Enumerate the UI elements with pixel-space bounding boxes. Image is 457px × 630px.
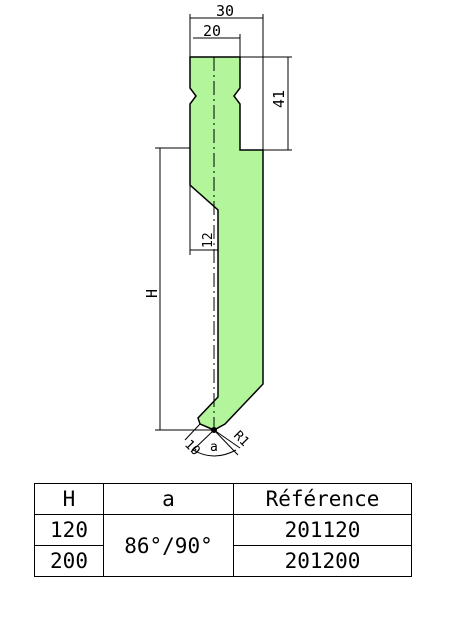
dim-20-label: 20 [203, 22, 221, 40]
header-angle: a [103, 483, 234, 515]
dim-12-label: 12 [201, 232, 216, 248]
cell-ref: 201120 [233, 514, 412, 546]
dim-41 [240, 56, 292, 151]
dim-30 [189, 14, 264, 150]
cell-h: 120 [34, 514, 104, 546]
reference-table: H a Référence 120 86°/90° 201120 200 201… [34, 483, 412, 577]
tool-drawing: 30 20 41 H 12 10 R1 a [143, 2, 292, 459]
tip-r1-label: R1 [230, 428, 252, 450]
header-h: H [34, 483, 104, 515]
dim-20 [193, 34, 241, 57]
dim-30-label: 30 [216, 2, 234, 20]
cell-h: 200 [34, 545, 104, 577]
tip-10-label: 10 [181, 437, 203, 459]
dim-H-label: H [143, 289, 161, 298]
dim-H [155, 147, 214, 431]
cell-ref: 201200 [233, 545, 412, 577]
dim-41-label: 41 [270, 90, 288, 108]
table-row: 120 86°/90° 201120 [34, 514, 412, 577]
table-row: 200 201200 [34, 545, 412, 577]
tip-dims [184, 423, 241, 457]
header-reference: Référence [233, 483, 412, 515]
cell-angle: 86°/90° [103, 514, 234, 577]
dim-12 [189, 185, 218, 255]
angle-label: a [210, 440, 218, 455]
table-header-row: H a Référence [34, 483, 412, 515]
punch-profile [189, 56, 264, 431]
tip-point [211, 427, 217, 433]
